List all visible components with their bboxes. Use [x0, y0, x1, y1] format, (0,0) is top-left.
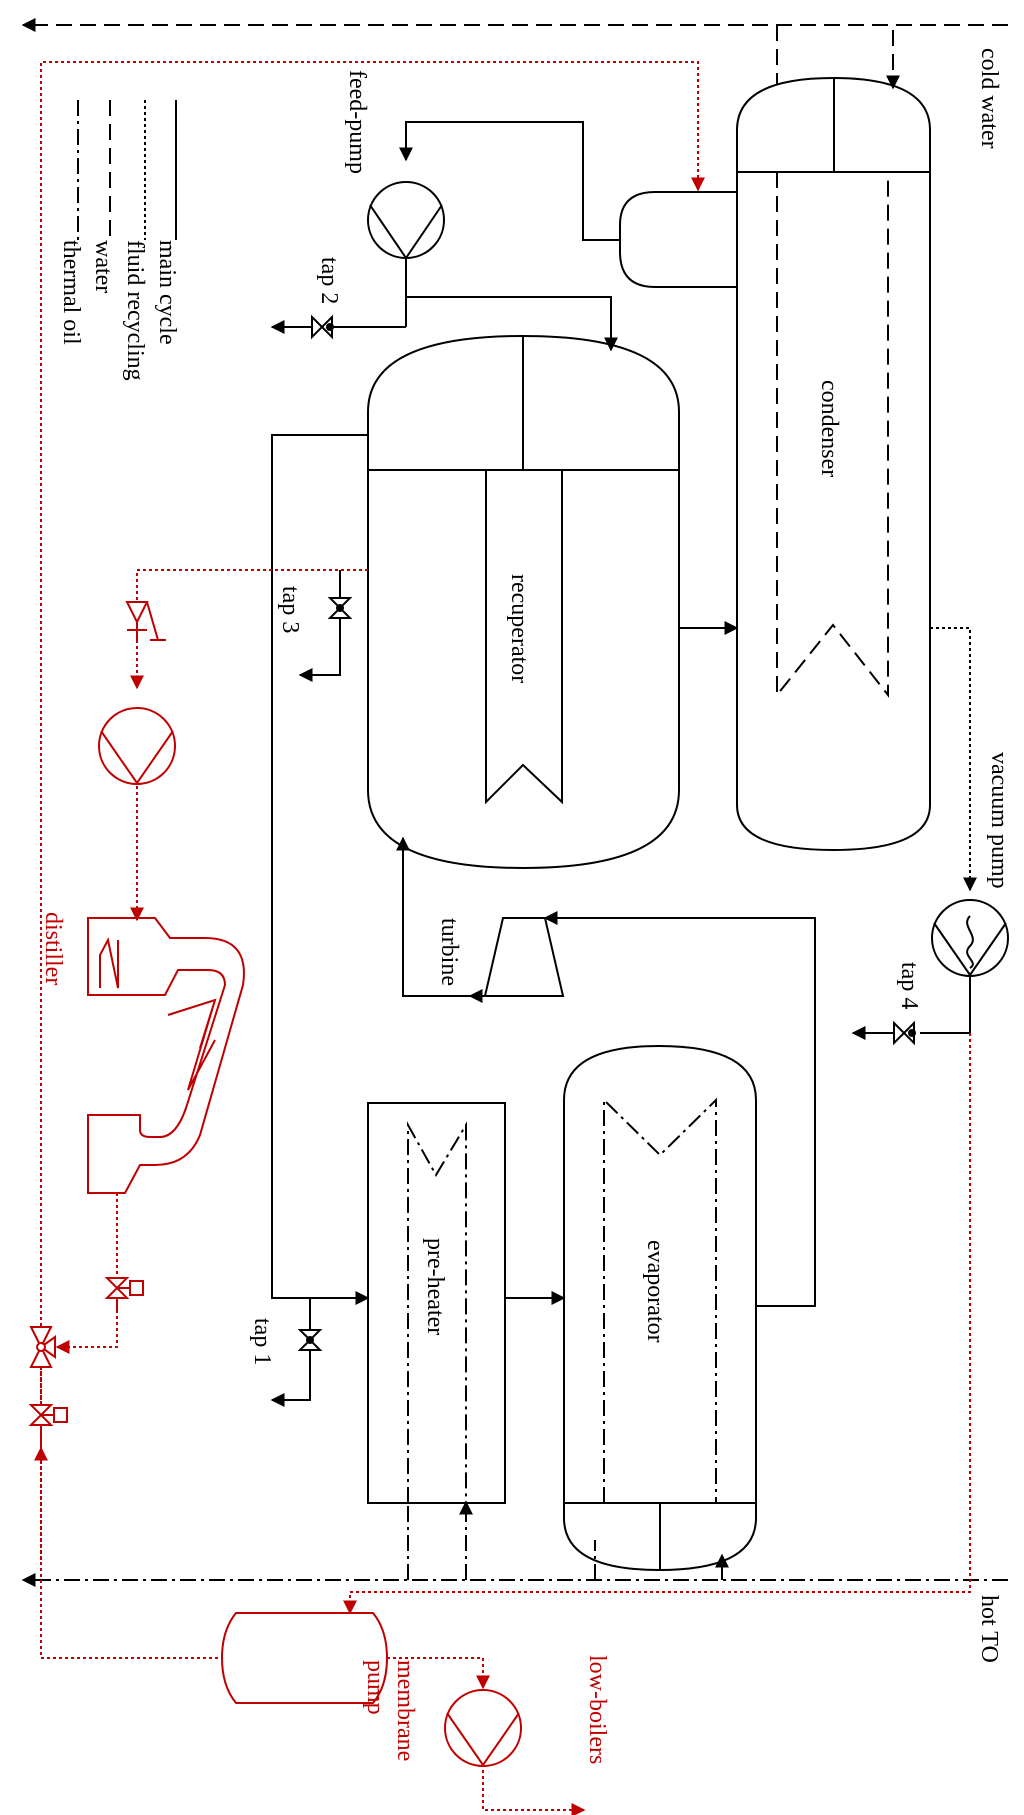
- recycling-pump: [98, 707, 176, 785]
- condenser-label: condenser: [816, 380, 842, 477]
- tap-1: tap 1: [249, 1318, 323, 1407]
- evaporator: evaporator: [563, 1044, 757, 1572]
- legend-main-cycle: main cycle: [154, 240, 180, 345]
- tap-2-label: tap 2: [316, 257, 342, 304]
- vacuum-pump: vacuum pump: [930, 627, 1012, 977]
- condenser-hotwell: [619, 191, 737, 288]
- water-lines: [21, 18, 1008, 90]
- pre-heater: pre-heater: [367, 1102, 506, 1504]
- check-valve: [125, 601, 166, 641]
- legend-thermal-oil: thermal oil: [58, 240, 84, 345]
- membrane: membrane pump: [220, 1612, 418, 1767]
- low-boilers-label: low-boilers: [584, 1655, 610, 1764]
- legend-water: water: [90, 240, 116, 293]
- recuperator: recuperator: [367, 334, 680, 870]
- vacuum-pump-label: vacuum pump: [986, 752, 1012, 889]
- feed-pump: feed-pump: [344, 70, 445, 260]
- three-way-valve: [29, 1326, 56, 1368]
- tap-2: tap 2: [270, 257, 406, 340]
- cold-water-label: cold water: [976, 48, 1002, 149]
- legend-fluid-recycling: fluid recycling: [122, 240, 148, 381]
- low-boiler-pump: low-boilers: [444, 1655, 610, 1767]
- distiller: distiller: [40, 912, 245, 1194]
- evaporator-label: evaporator: [642, 1240, 668, 1343]
- control-valve-2: [28, 1367, 68, 1448]
- legend: main cycle fluid recycling water thermal…: [58, 100, 180, 381]
- turbine: turbine: [436, 917, 565, 997]
- condenser: condenser: [736, 76, 931, 852]
- thermal-oil-lines: [21, 1500, 1008, 1587]
- tap-1-label: tap 1: [249, 1318, 275, 1365]
- membrane-label-line1: membrane: [392, 1660, 418, 1761]
- main-cycle-lines: [271, 121, 816, 1330]
- tap-3-label: tap 3: [277, 586, 303, 633]
- membrane-label-line2: pump: [362, 1660, 388, 1715]
- hot-to-label: hot TO: [976, 1595, 1002, 1663]
- control-valve-1: [104, 1277, 144, 1310]
- feed-pump-label: feed-pump: [344, 70, 370, 174]
- membrane-pump-label: membrane pump: [362, 1660, 418, 1767]
- tap-3: tap 3: [277, 570, 353, 682]
- turbine-label: turbine: [436, 918, 462, 986]
- pre-heater-label: pre-heater: [422, 1238, 448, 1335]
- recuperator-label: recuperator: [506, 574, 532, 683]
- distiller-label: distiller: [40, 912, 66, 985]
- tap-4: tap 4: [851, 962, 971, 1046]
- recycling-lines: [34, 61, 971, 1815]
- tap-4-label: tap 4: [896, 962, 922, 1009]
